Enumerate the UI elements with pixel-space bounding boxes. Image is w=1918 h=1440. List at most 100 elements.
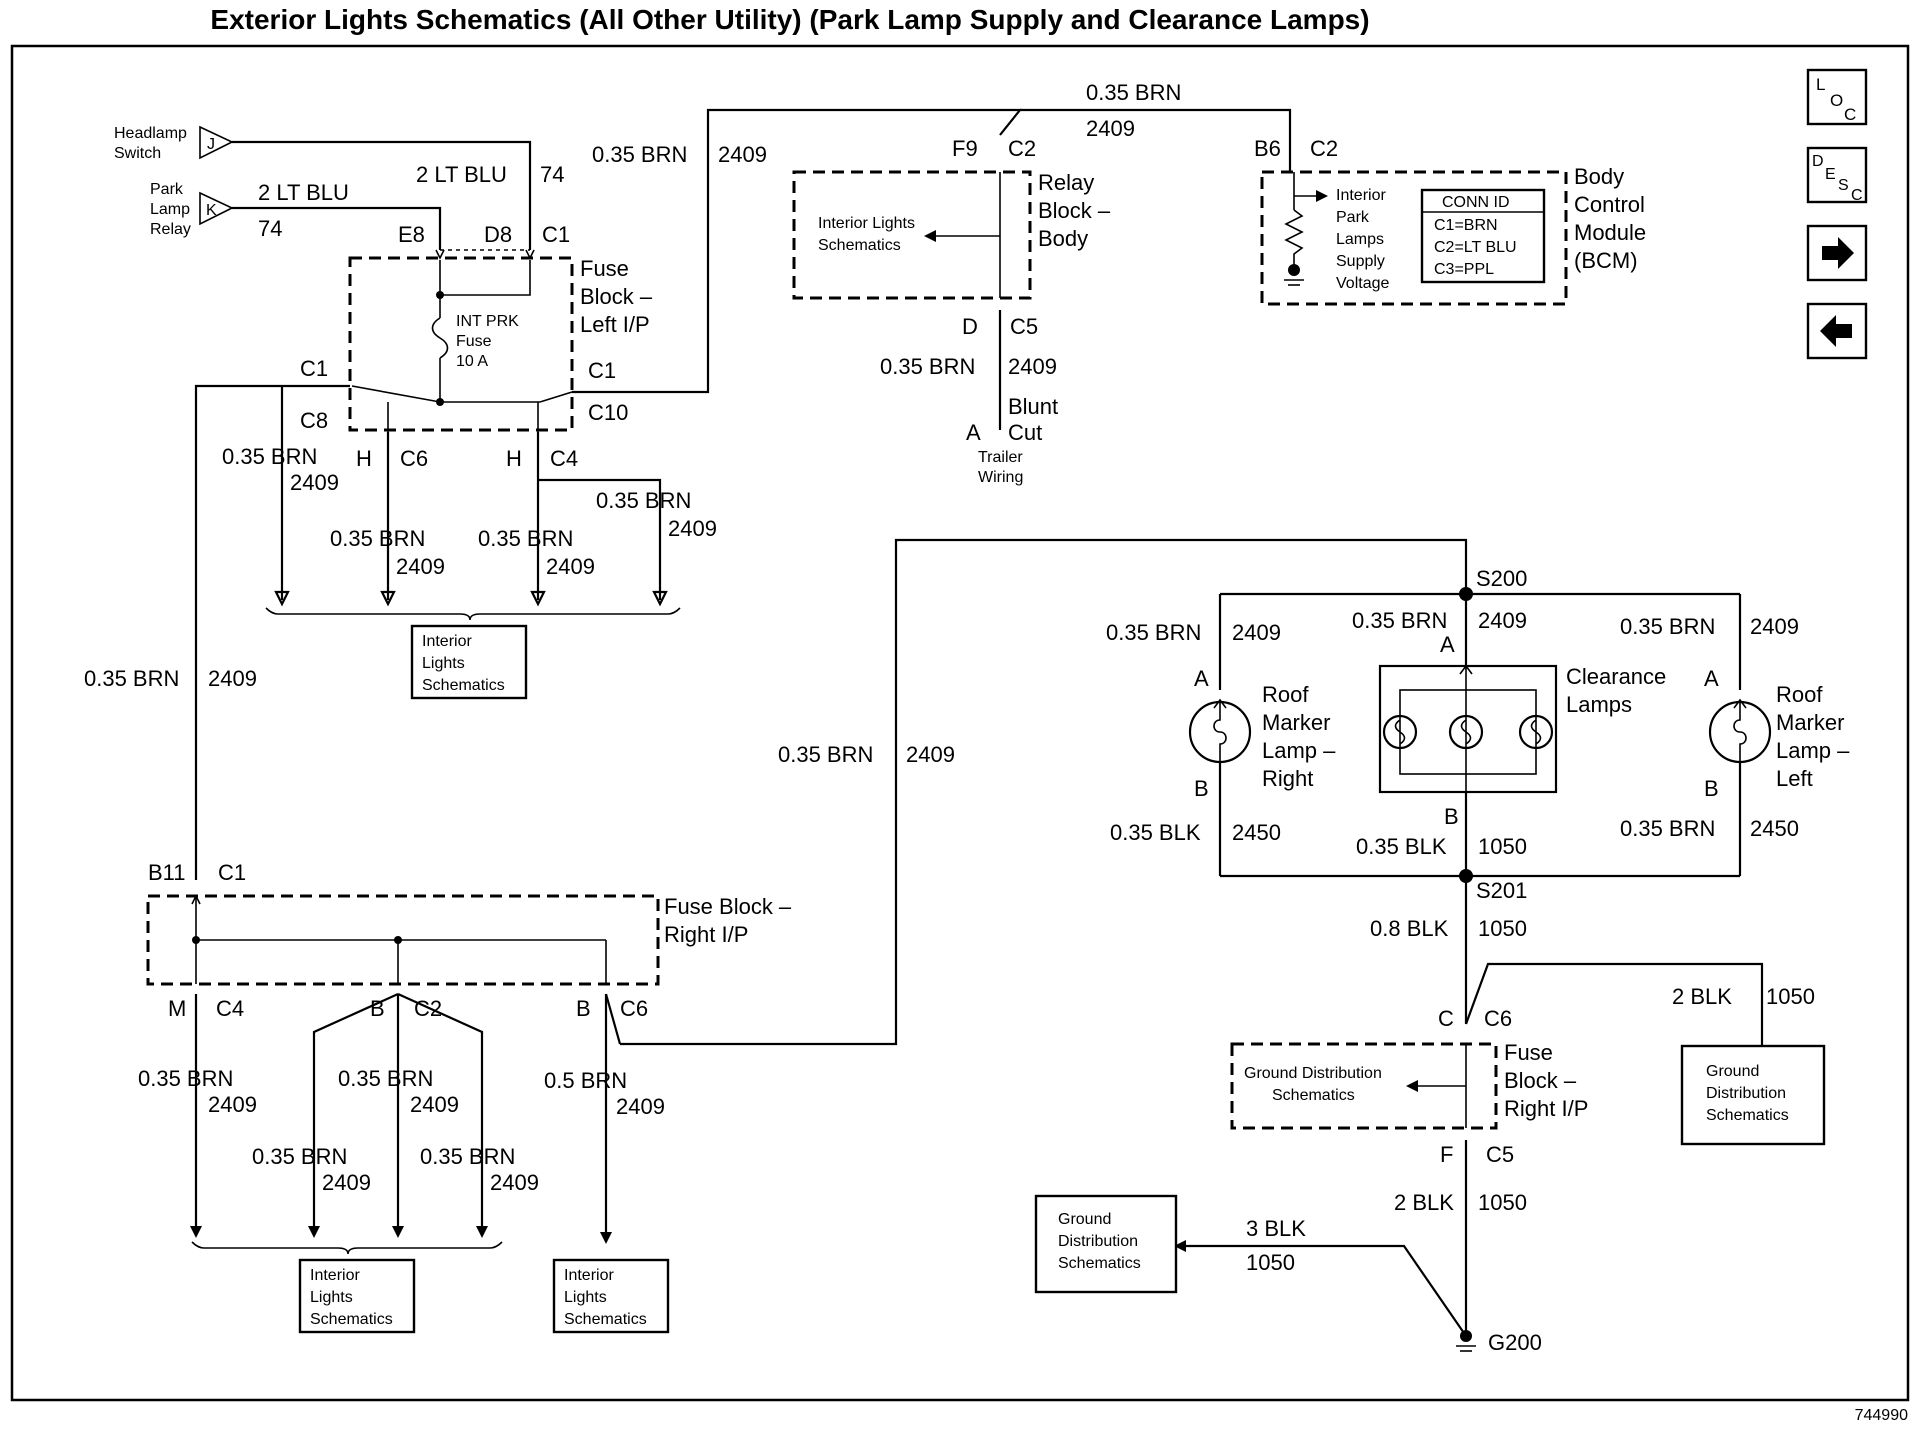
svg-text:C3=PPL: C3=PPL bbox=[1434, 261, 1494, 278]
svg-text:D: D bbox=[1812, 153, 1824, 170]
svg-text:0.35 BRN: 0.35 BRN bbox=[138, 1066, 233, 1091]
svg-text:C1: C1 bbox=[588, 358, 616, 383]
svg-text:C8: C8 bbox=[300, 408, 328, 433]
svg-text:C2: C2 bbox=[1310, 136, 1338, 161]
svg-text:2409: 2409 bbox=[290, 470, 339, 495]
svg-text:J: J bbox=[207, 136, 215, 153]
svg-text:Lights: Lights bbox=[564, 1289, 607, 1306]
svg-text:2409: 2409 bbox=[906, 742, 955, 767]
svg-text:2409: 2409 bbox=[1232, 620, 1281, 645]
svg-text:Block –: Block – bbox=[1504, 1068, 1577, 1093]
svg-text:Fuse Block –: Fuse Block – bbox=[664, 894, 792, 919]
svg-text:Headlamp: Headlamp bbox=[114, 125, 187, 142]
desc-button[interactable]: D E S C bbox=[1806, 146, 1868, 204]
svg-text:Schematics: Schematics bbox=[310, 1311, 393, 1328]
svg-text:D8: D8 bbox=[484, 222, 512, 247]
svg-text:B: B bbox=[1194, 776, 1209, 801]
svg-text:C1=BRN: C1=BRN bbox=[1434, 217, 1498, 234]
interior-lights-ref-box-bottom-left[interactable]: Interior Lights Schematics bbox=[298, 1258, 416, 1334]
svg-text:C2=LT BLU: C2=LT BLU bbox=[1434, 239, 1517, 256]
svg-text:INT PRK: INT PRK bbox=[456, 313, 519, 330]
int-prk-fuse bbox=[431, 317, 449, 359]
svg-text:C6: C6 bbox=[1484, 1006, 1512, 1031]
svg-text:Interior: Interior bbox=[1336, 187, 1386, 204]
park-lamp-relay: Park Lamp Relay K bbox=[150, 181, 234, 238]
svg-text:1050: 1050 bbox=[1478, 916, 1527, 941]
svg-text:Relay: Relay bbox=[150, 221, 191, 238]
svg-text:Schematics: Schematics bbox=[1706, 1107, 1789, 1124]
svg-text:C1: C1 bbox=[300, 356, 328, 381]
svg-text:C6: C6 bbox=[400, 446, 428, 471]
svg-text:Lamps: Lamps bbox=[1336, 231, 1384, 248]
svg-text:Supply: Supply bbox=[1336, 253, 1385, 270]
svg-text:0.35 BLK: 0.35 BLK bbox=[1356, 834, 1447, 859]
svg-text:Marker: Marker bbox=[1776, 710, 1844, 735]
svg-text:Right: Right bbox=[1262, 766, 1313, 791]
right-arrow-icon bbox=[1822, 237, 1854, 269]
svg-text:Control: Control bbox=[1574, 192, 1645, 217]
svg-text:C: C bbox=[1851, 187, 1863, 204]
svg-text:0.5 BRN: 0.5 BRN bbox=[544, 1068, 627, 1093]
svg-text:A: A bbox=[1194, 666, 1209, 691]
ground-distribution-ref-box-bottom[interactable]: Ground Distribution Schematics bbox=[1034, 1194, 1178, 1294]
svg-text:C5: C5 bbox=[1486, 1142, 1514, 1167]
next-page-button[interactable] bbox=[1806, 224, 1868, 282]
loc-button[interactable]: L O C bbox=[1806, 68, 1868, 126]
wire-brn-2409-left-riser: 0.35 BRN 2409 bbox=[84, 384, 350, 880]
resistor-icon bbox=[1284, 209, 1304, 266]
conn-id-table bbox=[1420, 188, 1546, 284]
svg-text:0.35 BRN: 0.35 BRN bbox=[1620, 816, 1715, 841]
svg-text:2409: 2409 bbox=[208, 1092, 257, 1117]
svg-text:2450: 2450 bbox=[1232, 820, 1281, 845]
svg-text:0.35 BRN: 0.35 BRN bbox=[330, 526, 425, 551]
svg-text:2409: 2409 bbox=[410, 1092, 459, 1117]
body-control-module: B6 C2 Body Control Module (BCM) Interior… bbox=[1254, 136, 1646, 306]
svg-text:Relay: Relay bbox=[1038, 170, 1094, 195]
svg-text:B: B bbox=[576, 996, 591, 1021]
svg-text:Right I/P: Right I/P bbox=[664, 922, 748, 947]
svg-text:1050: 1050 bbox=[1766, 984, 1815, 1009]
prev-page-button[interactable] bbox=[1806, 302, 1868, 360]
interior-lights-ref-box-top[interactable]: Interior Lights Schematics bbox=[410, 624, 528, 700]
interior-lights-ref-box-bottom-right[interactable]: Interior Lights Schematics bbox=[552, 1258, 670, 1334]
svg-text:0.35 BRN: 0.35 BRN bbox=[1620, 614, 1715, 639]
svg-text:A: A bbox=[1704, 666, 1719, 691]
svg-text:Schematics: Schematics bbox=[564, 1311, 647, 1328]
fuse-block-right-ip-bottom: C C6 Fuse Block – Right I/P Ground Distr… bbox=[1230, 1006, 1588, 1167]
ground-g200: G200 bbox=[1456, 1330, 1542, 1355]
svg-text:Interior: Interior bbox=[422, 633, 472, 650]
wire-brn-2409-blunt-cut: 0.35 BRN 2409 Blunt Cut A Trailer Wiring bbox=[880, 310, 1058, 486]
svg-text:C: C bbox=[1844, 105, 1856, 124]
page-title: Exterior Lights Schematics (All Other Ut… bbox=[210, 4, 1370, 35]
svg-text:C1: C1 bbox=[542, 222, 570, 247]
diagram-frame bbox=[10, 44, 1910, 1402]
svg-text:Voltage: Voltage bbox=[1336, 275, 1389, 292]
svg-text:F: F bbox=[1440, 1142, 1453, 1167]
roof-marker-lamp-left: A B Roof Marker Lamp – Left 0.35 BRN 240… bbox=[1620, 614, 1850, 876]
svg-text:2409: 2409 bbox=[668, 516, 717, 541]
svg-text:0.35 BRN: 0.35 BRN bbox=[478, 526, 573, 551]
svg-text:0.35 BRN: 0.35 BRN bbox=[338, 1066, 433, 1091]
svg-text:Lamps: Lamps bbox=[1566, 692, 1632, 717]
ground-distribution-ref-box-right[interactable]: Ground Distribution Schematics bbox=[1680, 1044, 1826, 1146]
svg-text:A: A bbox=[1440, 632, 1455, 657]
svg-text:E: E bbox=[1825, 166, 1836, 183]
svg-text:Right I/P: Right I/P bbox=[1504, 1096, 1588, 1121]
svg-text:C2: C2 bbox=[1008, 136, 1036, 161]
svg-text:2409: 2409 bbox=[1086, 116, 1135, 141]
svg-text:2409: 2409 bbox=[208, 666, 257, 691]
svg-text:B: B bbox=[1704, 776, 1719, 801]
svg-text:G200: G200 bbox=[1488, 1330, 1542, 1355]
wire-lt-blu-74: 2 LT BLU 74 2 LT BLU 74 bbox=[232, 140, 564, 260]
svg-text:F9: F9 bbox=[952, 136, 978, 161]
svg-text:Schematics: Schematics bbox=[1058, 1255, 1141, 1272]
roof-marker-lamp-right: A B Roof Marker Lamp – Right 0.35 BRN 24… bbox=[1106, 620, 1336, 876]
svg-text:2 BLK: 2 BLK bbox=[1672, 984, 1732, 1009]
svg-text:Trailer: Trailer bbox=[978, 449, 1023, 466]
svg-text:Distribution: Distribution bbox=[1706, 1085, 1786, 1102]
svg-text:Interior: Interior bbox=[564, 1267, 614, 1284]
svg-text:Distribution: Distribution bbox=[1058, 1233, 1138, 1250]
svg-text:1050: 1050 bbox=[1478, 1190, 1527, 1215]
svg-text:0.35 BRN: 0.35 BRN bbox=[778, 742, 873, 767]
splice-s201: S201 0.8 BLK 1050 2 BLK 1050 bbox=[1220, 869, 1815, 1046]
